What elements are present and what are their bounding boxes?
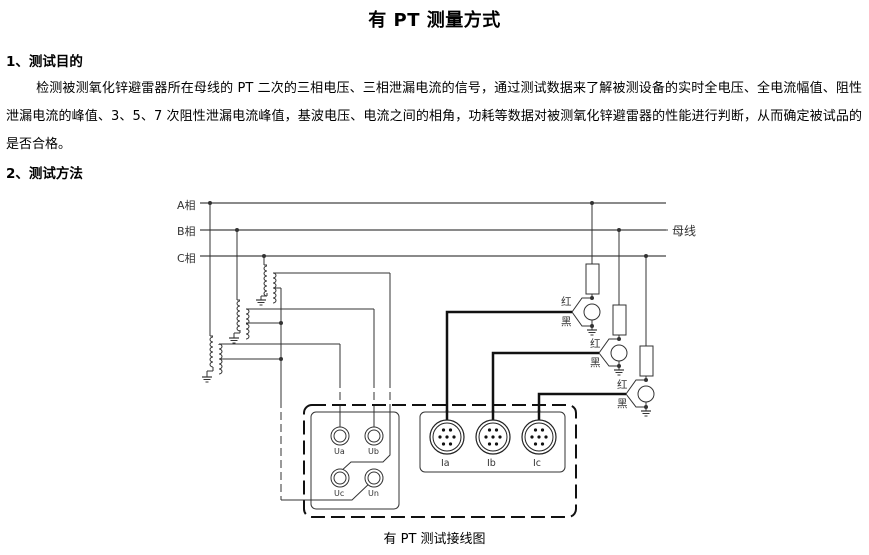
voltage-input-panel <box>310 411 400 510</box>
diagram-caption: 有 PT 测试接线图 <box>383 532 486 547</box>
cable-ia <box>445 310 572 420</box>
port-ub[interactable] <box>364 426 384 446</box>
clamp-c-red-label: 红 <box>617 378 628 391</box>
clamp-b-red-label: 红 <box>590 337 601 350</box>
port-ic[interactable] <box>521 419 557 455</box>
port-ib-label: Ib <box>487 458 496 469</box>
ground-icon <box>228 337 240 344</box>
arrester-b <box>612 304 627 336</box>
clamp-c-black-label: 黑 <box>617 398 628 410</box>
arrester-a <box>585 263 600 295</box>
port-uc-label: Uc <box>334 489 344 498</box>
page-title: 有 PT 测量方式 <box>368 10 501 31</box>
port-ib[interactable] <box>475 419 511 455</box>
port-ic-label: Ic <box>533 458 541 469</box>
instrument-enclosure <box>303 404 577 518</box>
bus-lines <box>200 202 666 257</box>
current-clamp-a <box>583 303 601 321</box>
port-ub-label: Ub <box>368 447 379 456</box>
port-ia[interactable] <box>429 419 465 455</box>
arrester-branches <box>571 201 655 417</box>
port-ia-label: Ia <box>441 458 450 469</box>
purpose-text: 检测被测氧化锌避雷器所在母线的 PT 二次的三相电压、三相泄漏电流的信号，通过测… <box>6 81 862 152</box>
port-un-label: Un <box>368 489 379 498</box>
bus-label: 母线 <box>672 224 696 238</box>
pt-b-primary-coil <box>236 300 241 332</box>
section-heading-method: 2、测试方法 <box>6 166 83 182</box>
ground-icon <box>201 376 213 383</box>
clamp-a-black-label: 黑 <box>561 316 572 328</box>
current-clamp-c <box>637 385 655 403</box>
arrester-c <box>639 345 654 377</box>
section-heading-purpose: 1、测试目的 <box>6 54 83 70</box>
port-un[interactable] <box>364 468 384 488</box>
ground-icon <box>255 299 267 306</box>
phase-label-a: A相 <box>177 199 196 212</box>
port-ua[interactable] <box>330 426 350 446</box>
purpose-paragraph: 检测被测氧化锌避雷器所在母线的 PT 二次的三相电压、三相泄漏电流的信号，通过测… <box>6 75 862 159</box>
clamp-a-red-label: 红 <box>561 295 572 308</box>
phase-label-c: C相 <box>177 252 196 265</box>
port-ua-label: Ua <box>334 447 345 456</box>
pt-c-primary-coil <box>263 265 268 297</box>
clamp-b-black-label: 黑 <box>590 357 601 369</box>
cable-ib <box>491 351 599 420</box>
pt-a-primary-coil <box>209 336 214 368</box>
phase-label-b: B相 <box>177 225 196 238</box>
port-uc[interactable] <box>330 468 350 488</box>
current-clamp-b <box>610 344 628 362</box>
